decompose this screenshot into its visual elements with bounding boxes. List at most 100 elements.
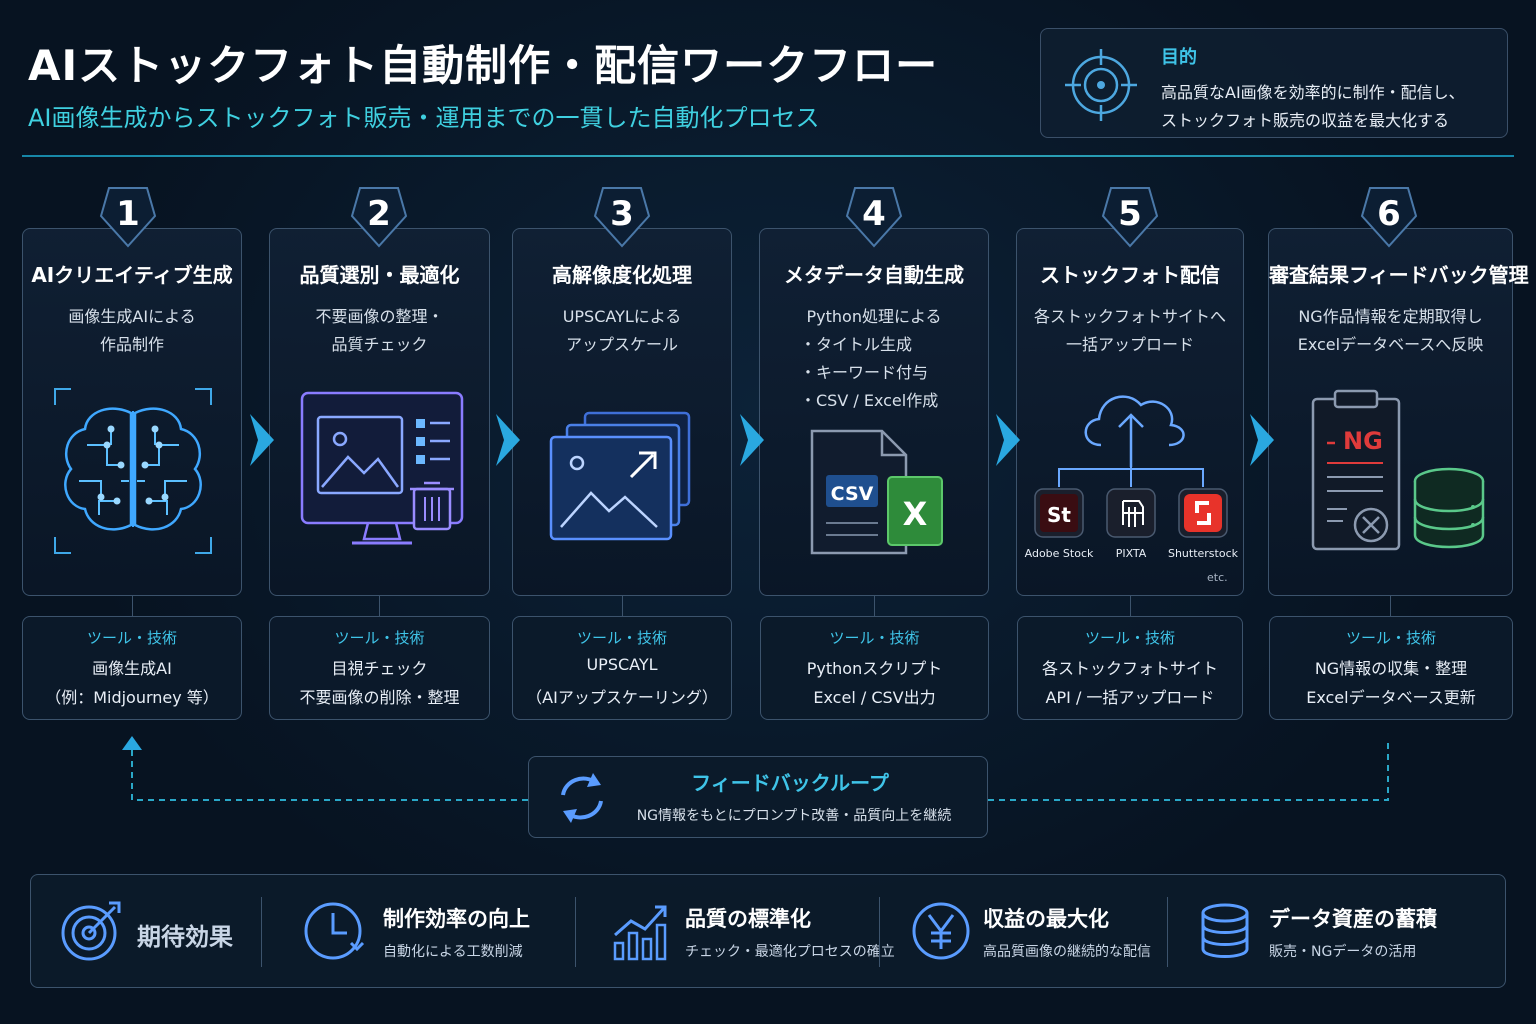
adobe-stock-logo: St [1047,503,1071,527]
step-badge-5: 5 [1101,186,1159,248]
step-desc-line: Python処理による [806,307,942,326]
divider [575,897,576,967]
clock-icon [304,902,365,960]
expected-effects-bar: 期待効果 制作効率の向上 自動化による工数削減 品質の標準化 チェック・最適化プ… [30,874,1506,988]
tool-line: 各ストックフォトサイト [1041,659,1218,678]
logo-caption: Adobe Stock [1024,547,1094,560]
tool-card-1: ツール・技術 画像生成AI （例：Midjourney 等） [22,616,242,720]
step-desc-line: アップスケール [565,335,678,354]
tool-label: ツール・技術 [576,629,667,647]
goal-box: 目的 高品質なAI画像を効率的に制作・配信し、 ストックフォト販売の収益を最大化… [1040,28,1508,138]
tool-line: NG情報の収集・整理 [1314,659,1468,678]
refresh-cycle-icon [561,773,603,823]
tool-line: （例：Midjourney 等） [45,688,219,707]
step-card-1: AIクリエイティブ生成 画像生成AIによる 作品制作 [22,228,242,596]
step-number: 2 [367,194,391,234]
step-desc-line: 作品制作 [99,335,164,354]
tool-card-2: ツール・技術 目視チェック 不要画像の削除・整理 [269,616,490,720]
connector-line [622,596,623,616]
tool-line: API / 一括アップロード [1045,688,1215,707]
effect-desc: チェック・最適化プロセスの確立 [685,944,895,960]
cloud-upload-icon [1034,395,1228,538]
header-divider [22,155,1514,157]
tool-card-3: ツール・技術 UPSCAYL （AIアップスケーリング） [512,616,732,720]
connector-line [132,596,133,616]
tool-line: Excelデータベース更新 [1306,688,1476,707]
step-desc-line: 画像生成AIによる [68,307,196,326]
step-badge-2: 2 [350,186,408,248]
step-badge-3: 3 [593,186,651,248]
tool-line: 不要画像の削除・整理 [299,688,460,707]
step-desc-line: 一括アップロード [1065,335,1194,354]
csv-excel-icon [810,429,943,555]
step-badge-6: 6 [1360,186,1418,248]
step-desc-line: 品質チェック [331,335,428,354]
divider [879,897,880,967]
tool-line: UPSCAYL [586,655,658,674]
chevron-right-icon [250,414,274,466]
effects-heading: 期待効果 [137,923,233,951]
logo-caption: PIXTA [1115,547,1147,560]
step-card-6: 審査結果フィードバック管理 NG作品情報を定期取得し Excelデータベースへ反… [1268,228,1529,596]
step-title: AIクリエイティブ生成 [31,263,233,287]
target-crosshair-icon [1065,49,1137,121]
tool-label: ツール・技術 [829,629,920,647]
step-number: 6 [1377,194,1401,234]
step-number: 4 [862,194,886,234]
step-number: 3 [610,194,634,234]
database-icon [1201,903,1249,958]
connector-line [379,596,380,616]
tool-line: Excel / CSV出力 [813,688,936,707]
clipboard-database-icon [1311,389,1485,551]
step-card-4: メタデータ自動生成 Python処理による ・タイトル生成 ・キーワード付与 ・… [759,228,989,596]
connector-line [1130,596,1131,616]
growth-chart-icon [613,905,667,961]
step-desc-line: Excelデータベースへ反映 [1297,335,1484,354]
step-desc-line: NG作品情報を定期取得し [1298,307,1483,326]
tool-label: ツール・技術 [1345,629,1436,647]
effect-title: 収益の最大化 [983,907,1109,931]
tool-label: ツール・技術 [1084,629,1175,647]
logo-etc: etc. [1207,571,1228,584]
goal-line-1: 高品質なAI画像を効率的に制作・配信し、 [1161,83,1465,102]
feedback-desc: NG情報をもとにプロンプト改善・品質向上を継続 [636,808,952,824]
effect-title: 制作効率の向上 [383,907,530,931]
tool-line: 目視チェック [331,659,428,678]
connector-line [1390,596,1391,616]
step-number: 5 [1118,194,1142,234]
logo-caption: Shutterstock [1167,547,1239,560]
page-title: AIストックフォト自動制作・配信ワークフロー [28,41,939,90]
step-title: 品質選別・最適化 [299,263,460,287]
effect-desc: 販売・NGデータの活用 [1269,944,1417,960]
chevron-right-icon [996,414,1020,466]
tool-line: Pythonスクリプト [806,659,943,678]
chevron-right-icon [1250,414,1274,466]
divider [1167,897,1168,967]
tool-card-6: ツール・技術 NG情報の収集・整理 Excelデータベース更新 [1269,616,1513,720]
step-title: ストックフォト配信 [1040,263,1220,287]
brain-icon [54,388,212,554]
step-desc-line: 各ストックフォトサイトへ [1033,307,1226,326]
step-card-2: 品質選別・最適化 不要画像の整理・ 品質チェック [269,228,490,596]
step-title: 高解像度化処理 [552,263,692,287]
tool-label: ツール・技術 [334,629,425,647]
chevron-right-icon [496,414,520,466]
effect-title: 品質の標準化 [685,907,811,931]
divider [261,897,262,967]
feedback-loop-box: フィードバックループ NG情報をもとにプロンプト改善・品質向上を継続 [528,756,988,838]
step-title: 審査結果フィードバック管理 [1269,263,1529,287]
step-desc-line: ・CSV / Excel作成 [800,391,939,410]
step-card-3: 高解像度化処理 UPSCAYLによる アップスケール [512,228,732,596]
step-badge-4: 4 [845,186,903,248]
goal-title: 目的 [1161,47,1197,68]
yen-icon [912,902,970,960]
excel-file-label: X [902,495,928,533]
step-desc-line: ・タイトル生成 [800,335,913,354]
step-card-5: ストックフォト配信 各ストックフォトサイトへ 一括アップロード St Adobe… [1016,228,1244,596]
tool-line: 画像生成AI [92,659,172,678]
feedback-title: フィードバックループ [691,771,889,795]
step-desc-line: UPSCAYLによる [562,307,682,326]
ng-label: NG [1343,427,1383,455]
upscale-image-icon [549,411,691,541]
tool-label: ツール・技術 [86,629,177,647]
